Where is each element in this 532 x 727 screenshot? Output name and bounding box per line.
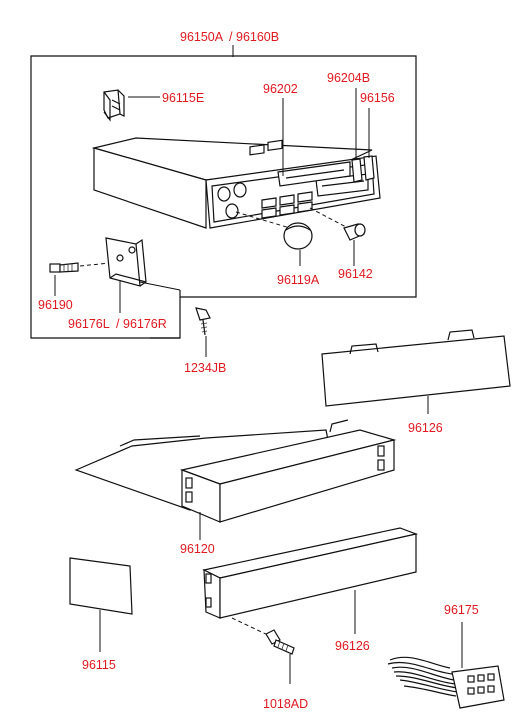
assembly-number: 96150A [180,30,224,44]
pad-part: 96115 [69,557,133,672]
bottom-screw-label: 1018AD [263,697,308,711]
bracket-r-label: 96176R [123,317,167,331]
housing-label: 96120 [180,542,215,556]
svg-text:/: / [229,30,233,44]
assembly-label: 96150A / 96160B [180,30,279,57]
knob-part: 96119A [277,222,320,287]
bottom-cover-part: 96126 [202,527,419,653]
radio-labels: 96202 96204B 96156 [263,71,395,176]
top-cover-label: 96126 [408,421,443,435]
svg-text:/: / [116,317,120,331]
top-cover-part: 96126 [321,329,511,435]
cassette-door-label: 96202 [263,82,298,96]
radio-unit [91,137,381,229]
harness-label: 96175 [444,603,479,617]
harness-part: 96175 [387,603,505,709]
bottom-cover-label: 96126 [335,639,370,653]
small-screw-part: 1234JB [184,307,226,375]
knob-side-label: 96156 [360,91,395,105]
bottom-screw-part: 1018AD [231,617,308,711]
housing-part: 96120 [74,419,397,556]
push-knob-label: 96142 [338,267,373,281]
bolt-label: 96190 [38,298,73,312]
push-knob-part: 96142 [338,223,373,281]
bracket-clip-label: 96115E [162,91,204,105]
bolt-part: 96190 [38,261,121,312]
knob-label: 96119A [277,273,320,287]
bracket-part: 96176L / 96176R [68,237,181,331]
bracket-l-label: 96176L [68,317,110,331]
assembly-number-alt: 96160B [236,30,279,44]
small-screw-label: 1234JB [184,361,226,375]
pad-label: 96115 [82,658,116,672]
button-top-label: 96204B [327,71,370,85]
bracket-clip-part: 96115E [103,89,204,122]
